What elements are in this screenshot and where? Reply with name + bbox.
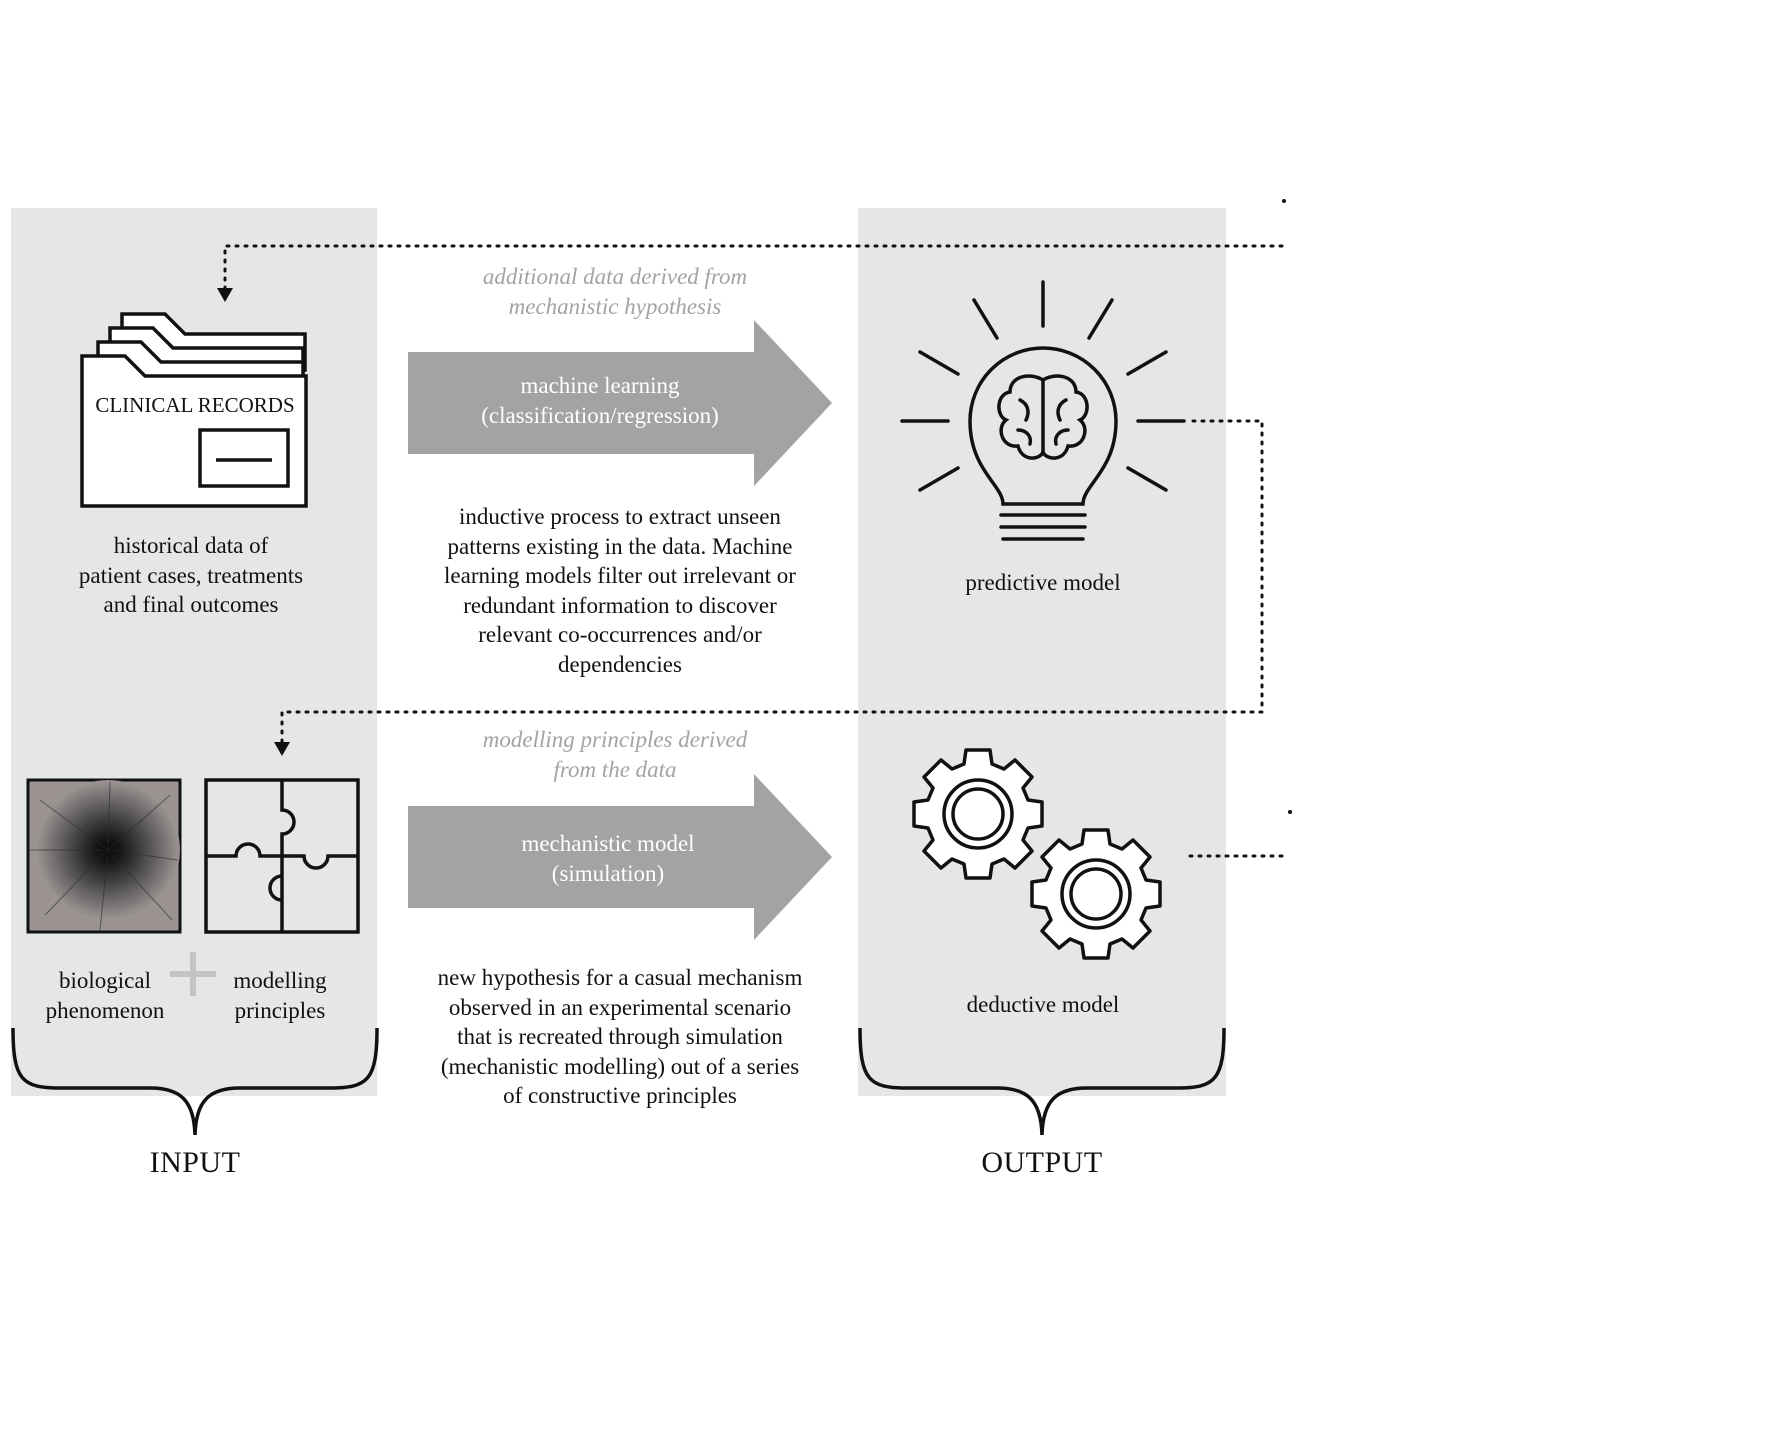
feedback-connector-top (223, 244, 1284, 292)
modelling-principles-label: modelling principles (233, 968, 327, 1023)
input-label: INPUT (149, 1146, 241, 1179)
predictive-model-label: predictive model (965, 570, 1121, 595)
lightbulb-brain-icon (900, 280, 1186, 541)
output-brace (858, 1027, 1226, 1136)
mechanistic-model-label: mechanistic model (simulation) (521, 831, 695, 886)
plus-icon (170, 952, 216, 996)
input-brace (11, 1027, 379, 1136)
deductive-model-label: deductive model (966, 992, 1120, 1017)
output-panel (858, 208, 1226, 1096)
feedback-arrowhead-top (217, 288, 233, 302)
gears-icon (912, 748, 1162, 960)
historical-data-text: historical data of patient cases, treatm… (78, 533, 304, 617)
clinical-records-title: CLINICAL RECORDS (95, 393, 294, 417)
bottom-note: modelling principles derived from the da… (482, 727, 748, 782)
output-label: OUTPUT (981, 1146, 1103, 1179)
machine-learning-label: machine learning (classification/regress… (481, 373, 719, 428)
machine-learning-description: inductive process to extract unseen patt… (444, 504, 796, 677)
microscopy-image (26, 778, 182, 934)
folder-icon (80, 312, 308, 508)
mechanistic-model-description: new hypothesis for a casual mechanism ob… (437, 965, 803, 1108)
dot-marker-bottom (1288, 810, 1292, 814)
dot-marker-top (1282, 199, 1286, 203)
puzzle-icon (204, 778, 360, 934)
top-note: additional data derived from mechanistic… (482, 264, 748, 319)
mechanistic-model-arrow (408, 774, 832, 940)
connector-arrowhead-bottom (274, 742, 290, 756)
machine-learning-arrow (408, 320, 832, 486)
biological-phenomenon-label: biological phenomenon (45, 968, 165, 1023)
connector-predictive-to-input (280, 419, 1264, 744)
